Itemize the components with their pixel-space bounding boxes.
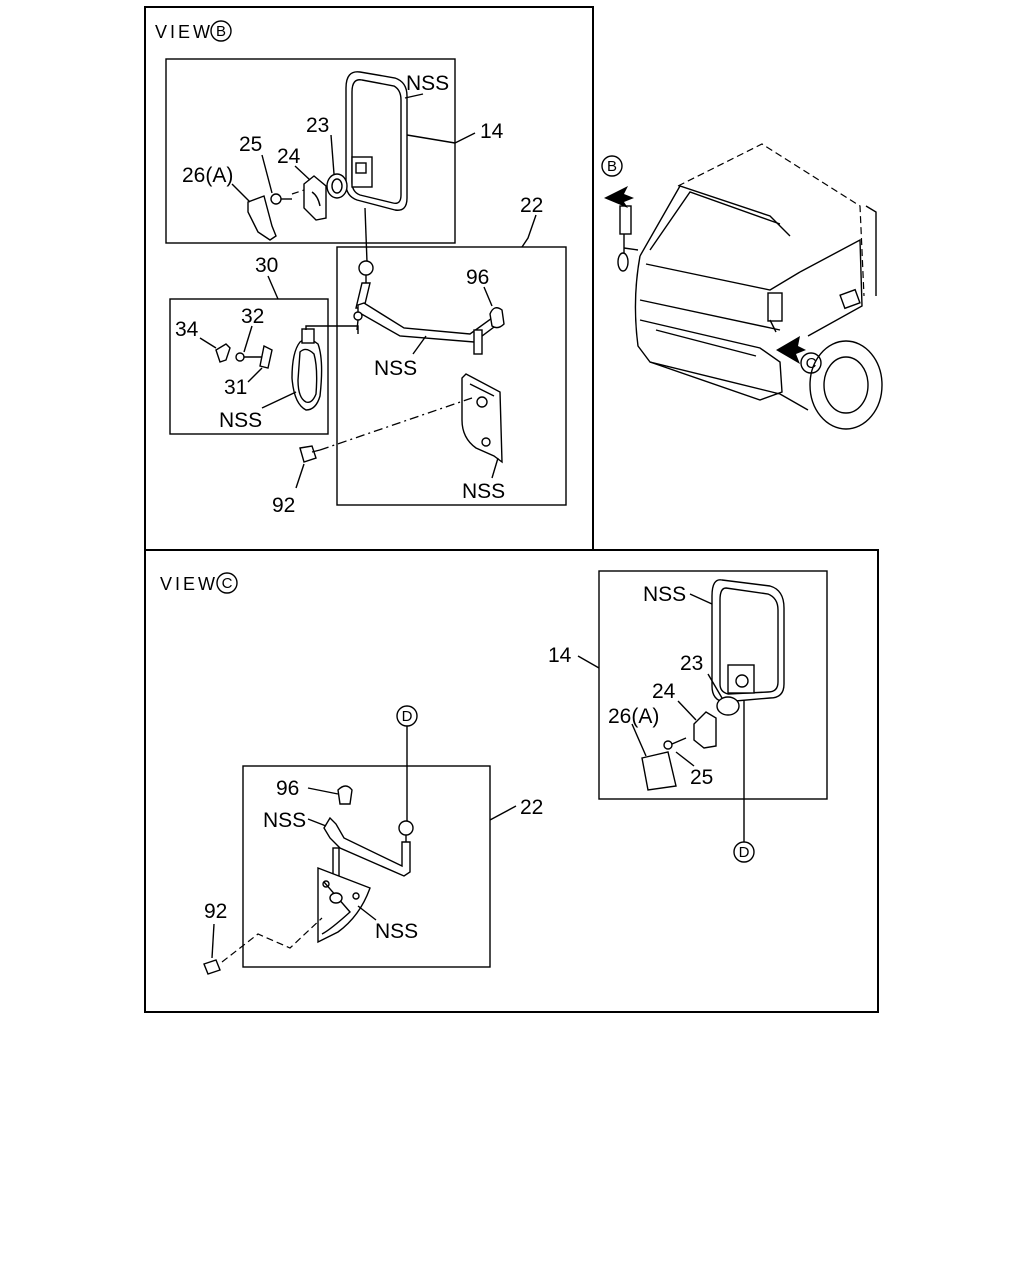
label-c-part-26: 26(A) [608,705,659,728]
label-part-26: 26(A) [182,164,233,187]
part-25-screw [270,189,305,205]
view-b-frame [144,6,594,550]
part-23-cap [326,173,348,199]
mounting-bracket: NSS [461,373,505,503]
label-nss-mirror: NSS [406,72,449,95]
view-b-title: VIEW [155,22,213,42]
label-c-nss-arm: NSS [263,809,306,832]
view-b-bolt-92: 92 [272,397,473,517]
truck-overview: B C [601,143,883,430]
label-c-nss-mirror: NSS [643,583,686,606]
label-c-d-top: D [402,708,413,725]
part-24-bracket [303,175,327,221]
truck-callout-c: C [806,355,817,372]
label-part-24: 24 [277,145,301,168]
label-c-nss-bracket: NSS [375,920,418,943]
label-nss-small: NSS [219,409,262,432]
label-c-part-14: 14 [548,644,572,667]
view-b-arm-group: 22 96 NSS NSS [336,194,567,506]
label-nss-arm: NSS [374,357,417,380]
label-part-14: 14 [480,120,504,143]
truck-callout-b: B [607,158,617,175]
label-part-32: 32 [241,305,264,328]
view-c-frame [144,549,879,1013]
view-c-heading: VIEW C [160,572,238,594]
label-c-part-23: 23 [680,652,703,675]
label-part-34: 34 [175,318,199,341]
label-c-part-92: 92 [204,900,227,923]
view-c-arm-group: D 22 96 NSS NSS 92 [203,705,543,975]
label-part-30: 30 [255,254,278,277]
view-b-heading: VIEW B [155,20,232,42]
small-mirror [291,328,323,411]
label-nss-bracket: NSS [462,480,505,503]
label-c-part-25: 25 [690,766,713,789]
view-b-title-circle: B [216,23,226,40]
view-b-mirror-group: NSS 14 23 24 25 26(A) [165,58,504,244]
label-c-part-22: 22 [520,796,543,819]
label-part-31: 31 [224,376,247,399]
view-c-title: VIEW [160,574,218,594]
label-c-d-bottom: D [739,844,750,861]
view-c-title-circle: C [222,575,233,592]
label-c-part-24: 24 [652,680,676,703]
mirror-head [345,71,408,211]
mirror-arm [353,260,500,343]
part-26-cover [247,195,277,241]
label-part-92: 92 [272,494,295,517]
part-96-cap: 96 [466,266,505,329]
label-part-96: 96 [466,266,489,289]
label-part-23: 23 [306,114,329,137]
label-part-22: 22 [520,194,543,217]
label-part-25: 25 [239,133,262,156]
label-c-part-96: 96 [276,777,299,800]
view-c-mirror-group: NSS 14 23 24 26(A) 25 D [548,570,828,863]
view-b-small-mirror-group: 30 34 32 31 NSS [169,254,359,435]
